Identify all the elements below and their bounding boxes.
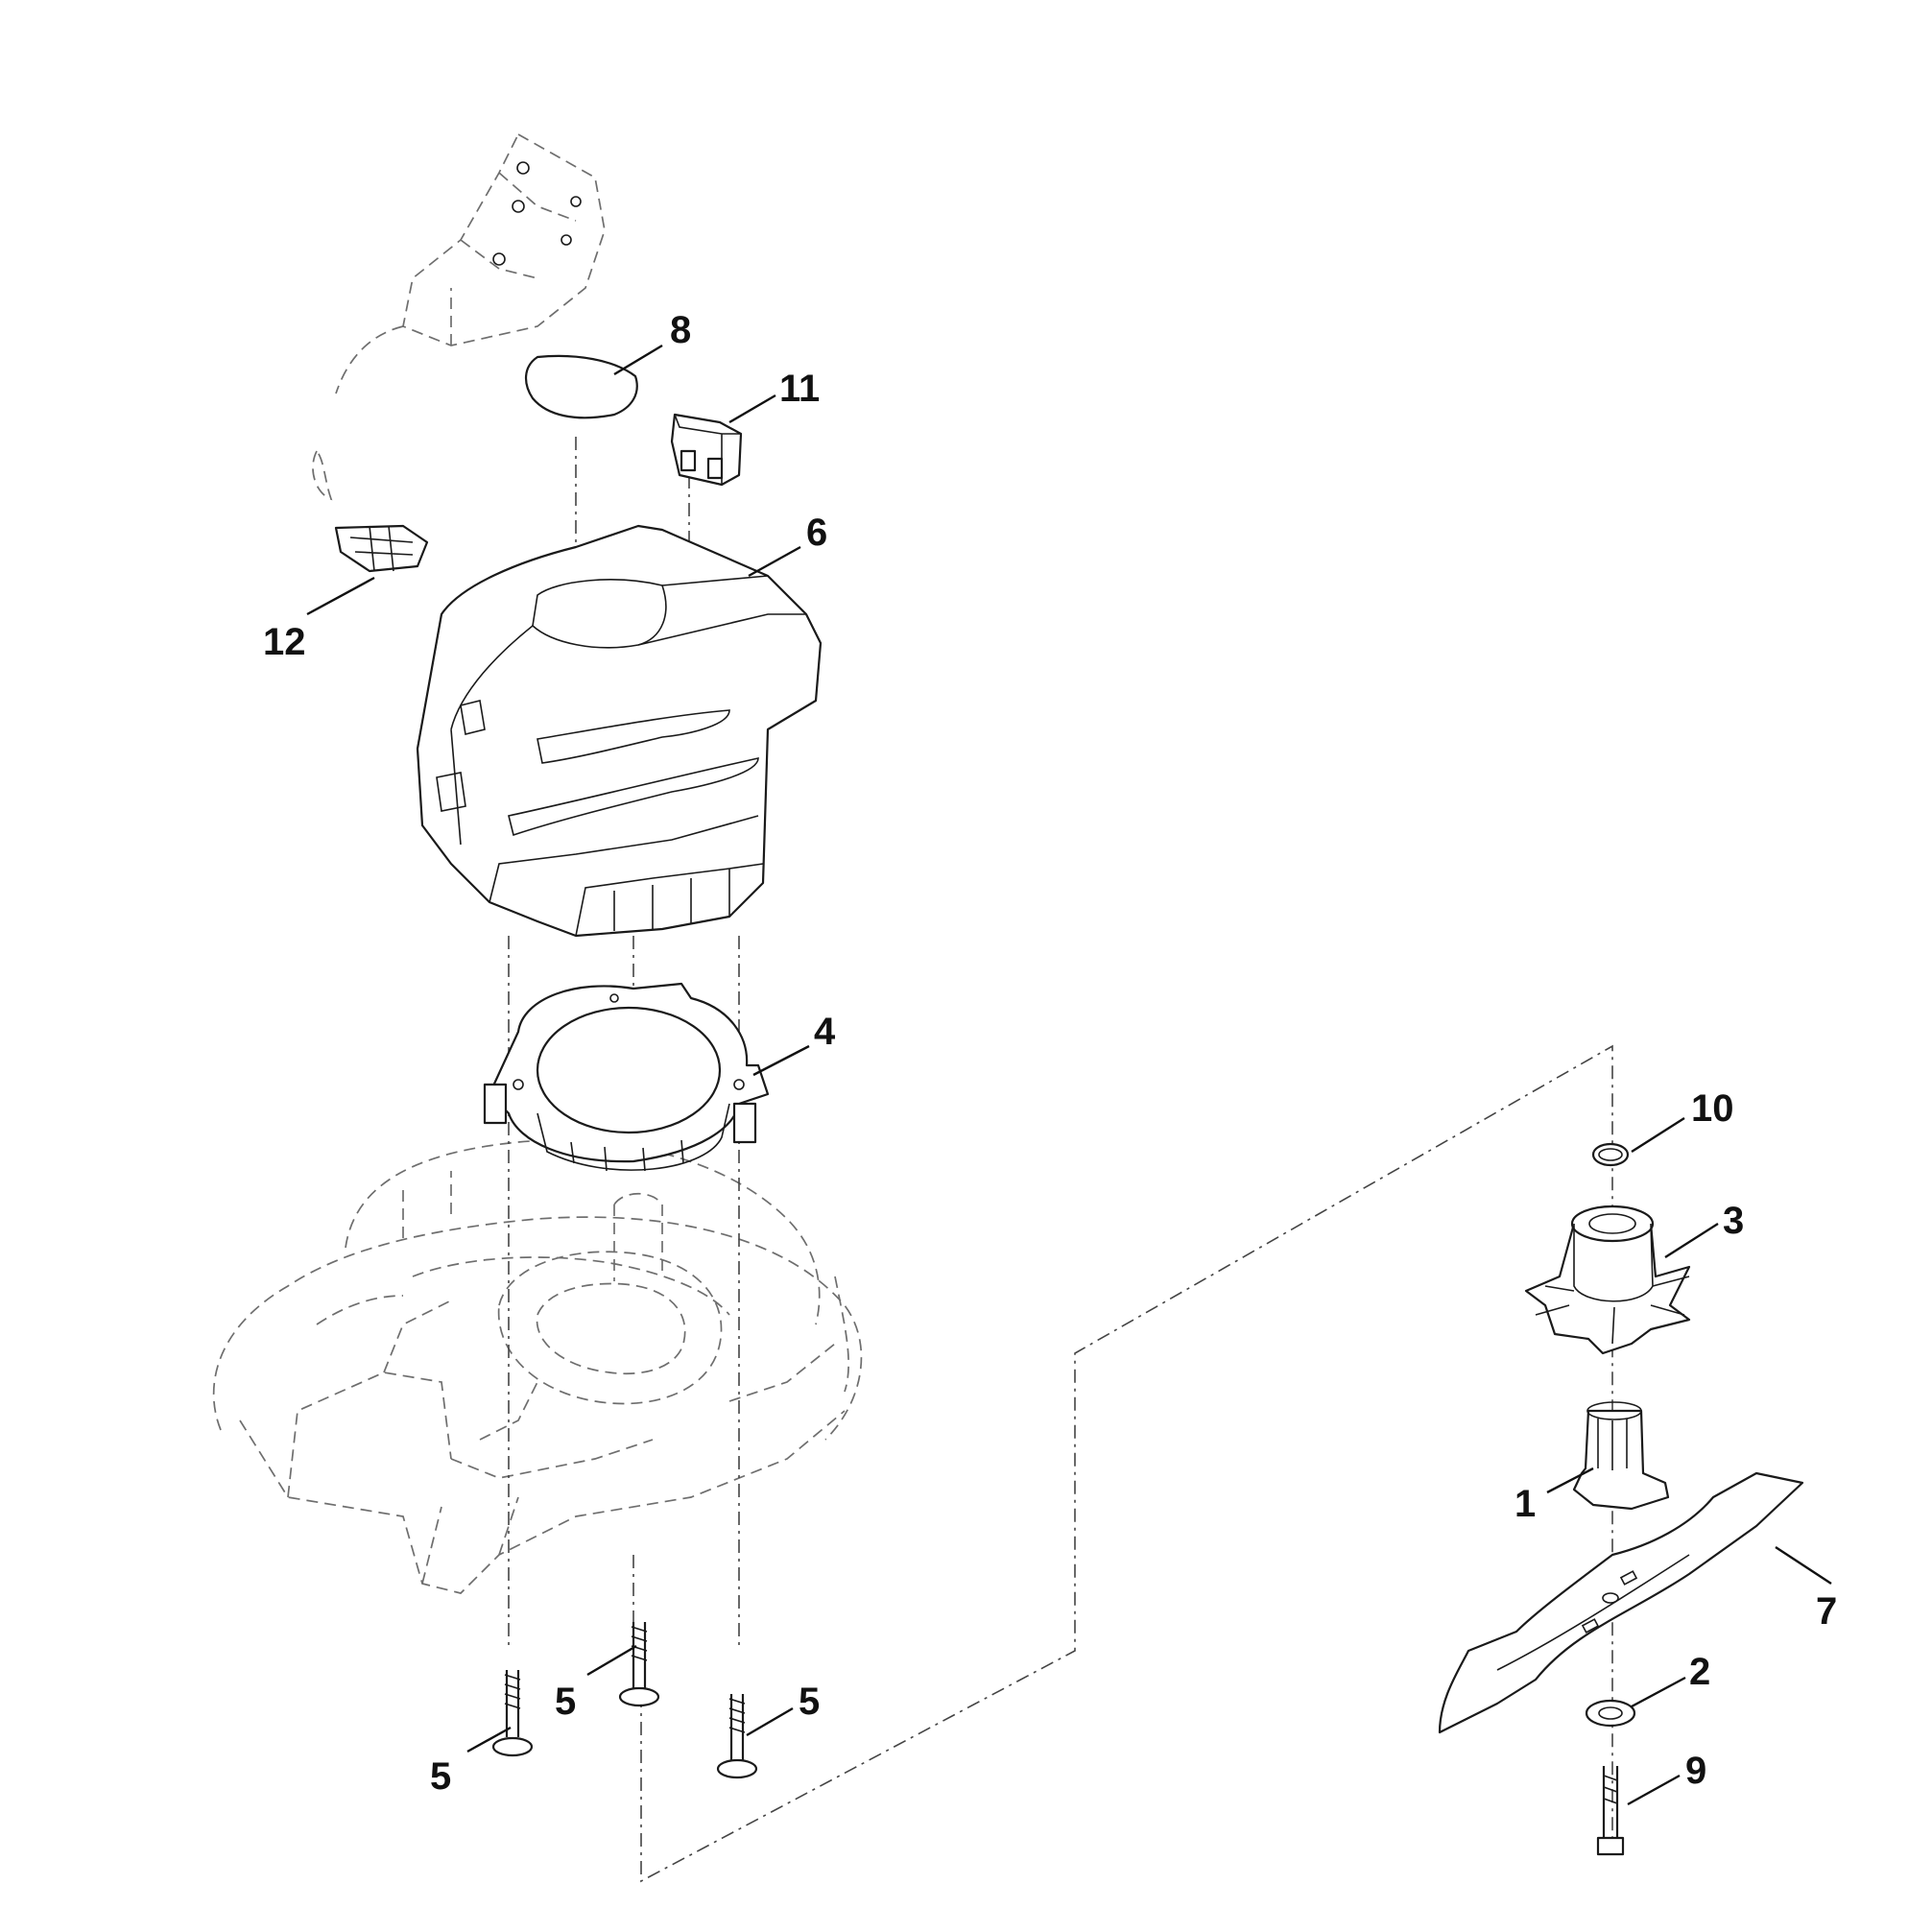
leader-lines	[306, 344, 1832, 1806]
part-3-fan	[1524, 1205, 1691, 1355]
handle-control-outline	[312, 132, 606, 501]
callout-11: 11	[779, 368, 820, 410]
callout-6: 6	[806, 512, 827, 554]
part-9-bolt	[1596, 1766, 1625, 1856]
callout-5-middle: 5	[555, 1681, 576, 1723]
part-4-mount-ring	[483, 982, 770, 1172]
callout-3: 3	[1723, 1200, 1744, 1242]
part-5-screw-left	[491, 1670, 534, 1757]
part-12-clip	[334, 524, 429, 573]
mower-deck-outline	[212, 1139, 863, 1594]
part-7-blade	[1438, 1471, 1804, 1734]
part-5-screw-middle	[618, 1622, 660, 1707]
callout-10: 10	[1691, 1087, 1734, 1130]
callout-12: 12	[263, 621, 306, 663]
part-8-plate	[525, 354, 638, 419]
callout-4: 4	[814, 1011, 836, 1053]
callout-5-left: 5	[430, 1755, 451, 1798]
callout-9: 9	[1685, 1750, 1706, 1792]
part-1-blade-adapter	[1572, 1401, 1670, 1511]
part-5-screw-right	[716, 1694, 758, 1779]
callout-8: 8	[670, 309, 691, 351]
callout-labels: 8 11 6 12 4 5 5 5 10 3 1 7 2 9	[263, 309, 1837, 1798]
part-10-circlip	[1591, 1142, 1630, 1167]
part-2-washer	[1585, 1699, 1636, 1728]
callout-2: 2	[1689, 1651, 1710, 1693]
part-6-hood	[416, 524, 823, 938]
callout-1: 1	[1515, 1483, 1536, 1525]
callout-7: 7	[1816, 1590, 1837, 1633]
callout-5-right: 5	[799, 1681, 820, 1723]
part-11-switch	[670, 413, 743, 487]
